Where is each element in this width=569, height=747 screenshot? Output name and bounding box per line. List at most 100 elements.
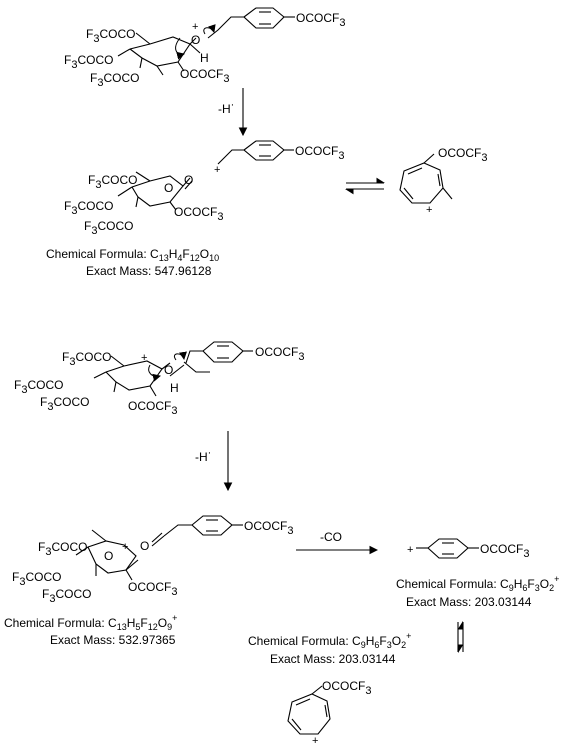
product-2: F3COCO F3COCO F3COCO OCOCF3 O + bbox=[12, 529, 177, 605]
reagent-loss-h-1: -H· bbox=[218, 99, 234, 116]
reagent-loss-co: -CO bbox=[320, 530, 342, 544]
benzyl-cation-1: OCOCF3 + bbox=[214, 140, 344, 176]
svg-text:+: + bbox=[214, 164, 220, 176]
formula-element: O bbox=[158, 616, 167, 630]
aryl-acetaldehyde: O OCOCF3 bbox=[140, 515, 293, 553]
formula-subscript: 10 bbox=[209, 253, 219, 263]
svg-text:Exact Mass: 547.96128: Exact Mass: 547.96128 bbox=[86, 264, 212, 278]
product-4-info: Chemical Formula: C9H6F3O2+ Exact Mass: … bbox=[248, 631, 411, 666]
svg-text:OCOCF3: OCOCF3 bbox=[174, 205, 223, 223]
svg-text:F3COCO: F3COCO bbox=[42, 587, 91, 605]
formula-subscript: 9 bbox=[167, 622, 172, 632]
formula-subscript: 4 bbox=[177, 253, 182, 263]
formula-element: F bbox=[140, 616, 147, 630]
svg-text:H: H bbox=[170, 381, 179, 395]
reactant-2: OCOCF3 F3COCO F3COCO F3COCO OCOCF3 O + H bbox=[14, 341, 304, 417]
svg-text:OCOCF3: OCOCF3 bbox=[255, 345, 304, 363]
svg-text:OCOCF3: OCOCF3 bbox=[296, 11, 345, 29]
formula-subscript: 6 bbox=[374, 640, 379, 650]
formula-element: F bbox=[379, 634, 386, 648]
formula-subscript: 6 bbox=[522, 583, 527, 593]
formula-element: O bbox=[392, 634, 401, 648]
formula-subscript: 3 bbox=[535, 583, 540, 593]
product-3-info: Chemical Formula: C9H6F3O2+ Exact Mass: … bbox=[396, 574, 559, 609]
svg-text:Chemical Formula: C9H6F3O2+: Chemical Formula: C9H6F3O2+ bbox=[396, 574, 559, 593]
formula-element: C bbox=[108, 616, 117, 630]
svg-text:OCOCF3: OCOCF3 bbox=[244, 519, 293, 537]
svg-text:OCOCF3: OCOCF3 bbox=[180, 67, 229, 85]
formula-element: C bbox=[500, 577, 509, 591]
formula-charge: + bbox=[172, 613, 177, 623]
formula-element: H bbox=[514, 577, 523, 591]
svg-text:H: H bbox=[200, 51, 209, 65]
product-1: F3COCO F3COCO F3COCO OCOCF3 O O bbox=[64, 171, 223, 237]
formula-element: F bbox=[527, 577, 534, 591]
equilibrium-arrow-2 bbox=[457, 620, 464, 654]
formula-subscript: 9 bbox=[509, 583, 514, 593]
formula-subscript: 13 bbox=[117, 622, 127, 632]
formula-element: C bbox=[352, 634, 361, 648]
formula-subscript: 2 bbox=[549, 583, 554, 593]
svg-text:OCOCF3: OCOCF3 bbox=[322, 679, 371, 697]
svg-text:O: O bbox=[164, 181, 173, 195]
svg-text:Chemical Formula: C13H4F12O10: Chemical Formula: C13H4F12O10 bbox=[46, 247, 219, 263]
svg-text:+: + bbox=[122, 541, 128, 553]
svg-text:F3COCO: F3COCO bbox=[12, 570, 61, 588]
equilibrium-arrow-1 bbox=[344, 177, 386, 195]
svg-text:F3COCO: F3COCO bbox=[86, 27, 135, 45]
svg-text:Exact Mass: 203.03144: Exact Mass: 203.03144 bbox=[406, 595, 532, 609]
formula-element: O bbox=[540, 577, 549, 591]
product-2-info: Chemical Formula: C13H5F12O9+ Exact Mass… bbox=[4, 613, 177, 647]
formula-element: H bbox=[366, 634, 375, 648]
formula-element: O bbox=[200, 247, 209, 261]
svg-text:OCOCF3: OCOCF3 bbox=[438, 146, 487, 164]
svg-text:Chemical Formula: C13H5F12O9+: Chemical Formula: C13H5F12O9+ bbox=[4, 613, 177, 632]
svg-text:Exact Mass: 532.97365: Exact Mass: 532.97365 bbox=[50, 633, 176, 647]
svg-text:O: O bbox=[164, 363, 173, 377]
formula-subscript: 3 bbox=[387, 640, 392, 650]
svg-text:OCOCF3: OCOCF3 bbox=[480, 542, 529, 560]
svg-text:OCOCF3: OCOCF3 bbox=[128, 580, 177, 598]
svg-text:F3COCO: F3COCO bbox=[38, 540, 87, 558]
svg-text:OCOCF3: OCOCF3 bbox=[295, 144, 344, 162]
svg-text:F3COCO: F3COCO bbox=[84, 219, 133, 237]
reagent-loss-h-2: -H· bbox=[195, 447, 211, 464]
svg-text:O: O bbox=[184, 173, 193, 187]
svg-text:O: O bbox=[191, 33, 200, 47]
formula-subscript: 12 bbox=[190, 253, 200, 263]
benzyl-cation-2: + OCOCF3 bbox=[407, 538, 529, 560]
svg-text:+: + bbox=[312, 735, 318, 747]
svg-text:O: O bbox=[140, 539, 149, 553]
formula-subscript: 2 bbox=[401, 640, 406, 650]
formula-charge: + bbox=[406, 631, 411, 641]
formula-subscript: 12 bbox=[148, 622, 158, 632]
formula-element: F bbox=[182, 247, 189, 261]
svg-text:O: O bbox=[104, 549, 113, 563]
formula-subscript: 13 bbox=[159, 253, 169, 263]
formula-element: H bbox=[127, 616, 136, 630]
svg-text:+: + bbox=[407, 544, 413, 556]
svg-text:F3COCO: F3COCO bbox=[64, 199, 113, 217]
formula-subscript: 5 bbox=[135, 622, 140, 632]
svg-text:F3COCO: F3COCO bbox=[40, 395, 89, 413]
svg-text:F3COCO: F3COCO bbox=[62, 350, 111, 368]
reactant-1: OCOCF3 F3COCO F3COCO F3COCO OCOCF3 O + H bbox=[64, 7, 345, 89]
svg-text:+: + bbox=[141, 352, 147, 364]
svg-text:F3COCO: F3COCO bbox=[90, 71, 139, 89]
svg-text:+: + bbox=[192, 21, 198, 33]
svg-text:+: + bbox=[426, 204, 432, 216]
svg-text:F3COCO: F3COCO bbox=[14, 378, 63, 396]
svg-text:F3COCO: F3COCO bbox=[88, 173, 137, 191]
formula-element: H bbox=[169, 247, 178, 261]
tropylium-1: OCOCF3 + bbox=[399, 146, 487, 216]
svg-text:OCOCF3: OCOCF3 bbox=[128, 399, 177, 417]
product-1-info: Chemical Formula: C13H4F12O10 Exact Mass… bbox=[46, 247, 219, 278]
svg-text:Exact Mass: 203.03144: Exact Mass: 203.03144 bbox=[270, 652, 396, 666]
formula-charge: + bbox=[554, 574, 559, 584]
formula-element: C bbox=[150, 247, 159, 261]
tropylium-2: OCOCF3 + bbox=[287, 679, 371, 747]
svg-text:F3COCO: F3COCO bbox=[64, 53, 113, 71]
formula-subscript: 9 bbox=[361, 640, 366, 650]
